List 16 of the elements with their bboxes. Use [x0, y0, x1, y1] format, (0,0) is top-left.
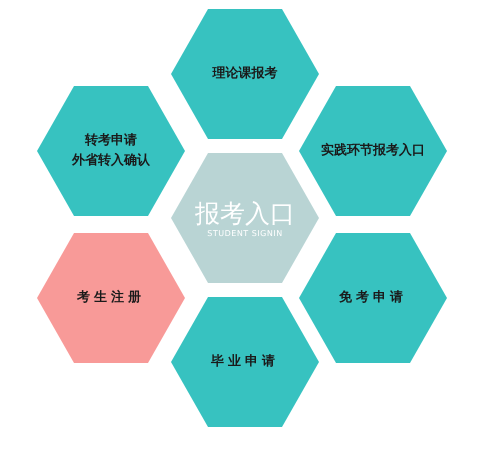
hexagon-label: 理论课报考	[212, 64, 278, 83]
hexagon-label: 实践环节报考入口	[321, 142, 425, 160]
hexagon-label: 外省转入确认	[72, 152, 150, 170]
hexagon	[298, 85, 448, 217]
hexagon	[36, 85, 186, 217]
hexagon	[170, 296, 320, 428]
hexagon	[170, 8, 320, 140]
hexagon	[170, 152, 320, 284]
hexagon-label: 考生注册	[77, 288, 145, 307]
hexagon-label: 毕业申请	[211, 352, 279, 371]
hexagon-label: 免考申请	[339, 288, 407, 307]
hexagon-title: 报考入口	[195, 198, 295, 228]
hexagon-subtitle: STUDENT SIGNIN	[207, 228, 283, 238]
hexagon	[36, 232, 186, 364]
hexagon-label: 转考申请	[85, 132, 137, 150]
hexagon	[298, 232, 448, 364]
